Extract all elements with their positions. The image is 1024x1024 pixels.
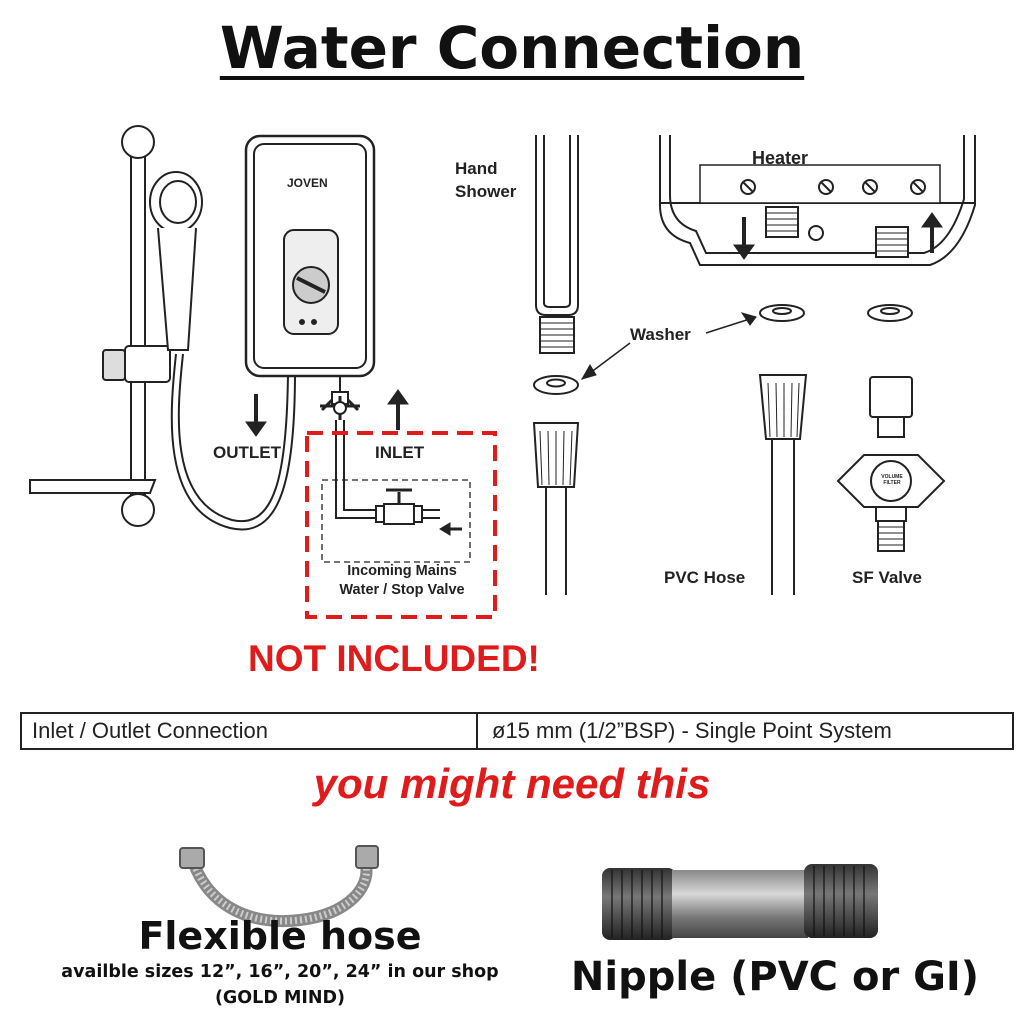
might-need-heading: you might need this bbox=[313, 760, 711, 807]
heater-label: Heater bbox=[752, 148, 809, 168]
nipple-title: Nipple (PVC or GI) bbox=[570, 954, 980, 1000]
outlet-label: OUTLET bbox=[213, 443, 281, 462]
fittings-diagram bbox=[532, 135, 976, 595]
incoming-mains-line2: Water / Stop Valve bbox=[339, 582, 465, 598]
page-title: Water Connection bbox=[219, 14, 805, 82]
flexible-hose-title: Flexible hose bbox=[138, 914, 422, 958]
incoming-mains-line1: Incoming Mains bbox=[347, 563, 457, 579]
incoming-mains-label: Incoming Mains Water / Stop Valve bbox=[312, 562, 492, 600]
flexible-hose-sizes: availble sizes 12”, 16”, 20”, 24” in our… bbox=[61, 962, 499, 982]
spec-label-cell: Inlet / Outlet Connection bbox=[22, 714, 478, 748]
hand-shower-line1: Hand bbox=[455, 159, 498, 178]
heater-brand-label: JOVEN bbox=[287, 176, 328, 190]
washer-label: Washer bbox=[630, 325, 691, 344]
not-included-warning: NOT INCLUDED! bbox=[248, 638, 540, 679]
flexible-hose-shop: (GOLD MIND) bbox=[214, 988, 346, 1008]
nipple-image bbox=[602, 864, 878, 940]
hand-shower-line2: Shower bbox=[455, 182, 517, 201]
sf-valve-label: SF Valve bbox=[852, 568, 922, 587]
pvc-hose-label: PVC Hose bbox=[664, 568, 746, 587]
flexible-hose-image bbox=[179, 845, 379, 927]
connection-spec-table: Inlet / Outlet Connection ø15 mm (1/2”BS… bbox=[20, 712, 1014, 750]
heater-installation-diagram bbox=[29, 125, 497, 619]
spec-value-cell: ø15 mm (1/2”BSP) - Single Point System bbox=[492, 718, 892, 743]
hand-shower-label: Hand Shower bbox=[455, 157, 516, 203]
inlet-label: INLET bbox=[375, 443, 425, 462]
volume-filter-label: VOLUME FILTER bbox=[881, 474, 903, 486]
